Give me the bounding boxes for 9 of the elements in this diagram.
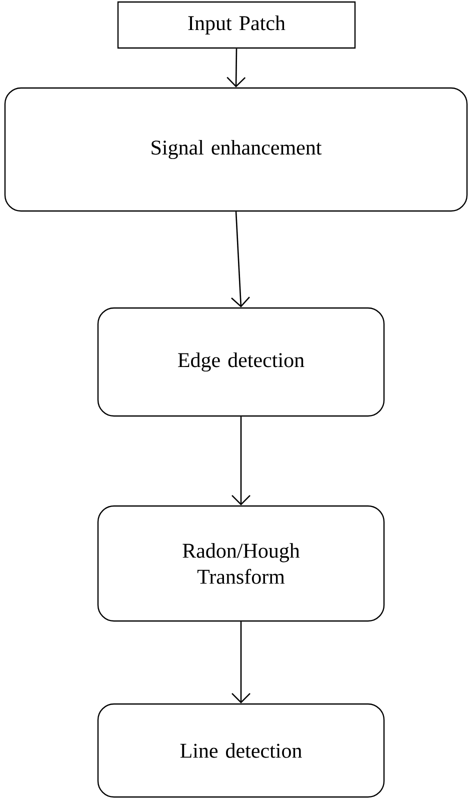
arrow (226, 48, 246, 88)
arrow (231, 212, 250, 308)
input-box: Input Patch (117, 1, 356, 49)
process-box: Radon/Hough Transform (97, 505, 385, 622)
process-box: Line detection (97, 703, 385, 798)
arrow (232, 416, 250, 506)
process-box: Signal enhancement (4, 87, 468, 212)
arrow (232, 622, 250, 704)
process-box: Edge detection (97, 307, 385, 417)
